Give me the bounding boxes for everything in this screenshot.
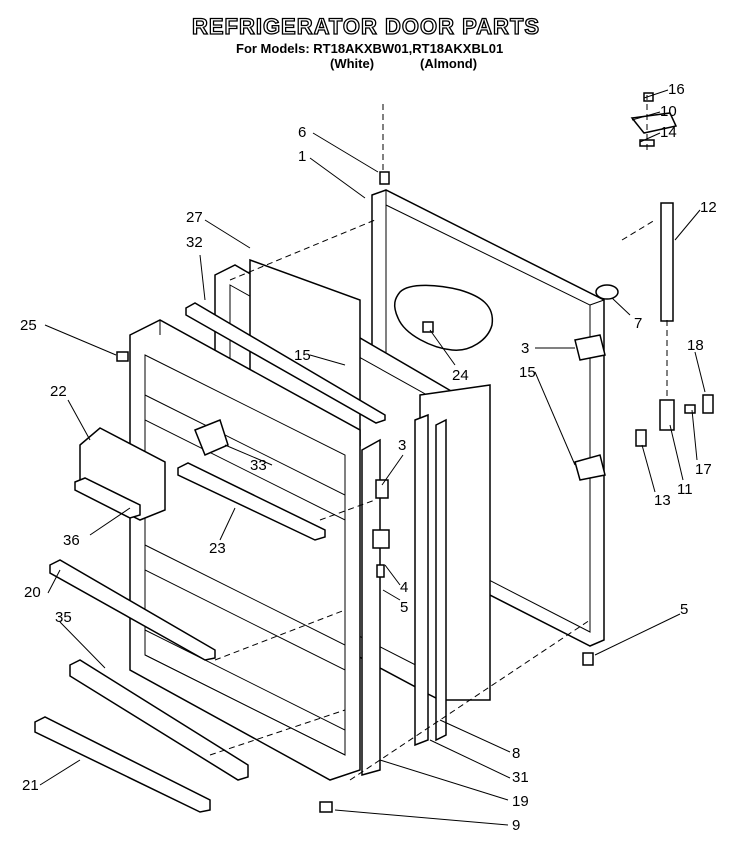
callout-21: 21 [22,777,39,794]
gasket-strip [435,418,447,742]
callout-6: 6 [298,124,306,141]
callout-14: 14 [660,124,677,141]
top-trim [185,302,386,424]
callout-20: 20 [24,584,41,601]
egg-tray [194,419,229,456]
trim-strip [414,413,429,747]
callout-35: 35 [55,609,72,626]
callout-16: 16 [668,81,685,98]
shelf-bar-21 [34,716,211,813]
callout-36: 36 [63,532,80,549]
callout-17: 17 [695,461,712,478]
dairy-bin-shelf [74,477,141,519]
shelf-bar-23 [177,462,326,541]
callout-27: 27 [186,209,203,226]
callout-12: 12 [700,199,717,216]
callout-15a: 15 [294,347,311,364]
callout-31: 31 [512,769,529,786]
callout-11: 11 [677,481,693,498]
door-liner [129,319,361,781]
callout-7: 7 [634,315,642,332]
shelf-front-35 [69,659,249,781]
callout-15b: 15 [519,364,536,381]
fasteners [116,171,696,813]
callout-10: 10 [660,103,677,120]
callout-33: 33 [250,457,267,474]
color-white: (White) [330,56,375,71]
callout-labels: 16 10 14 6 1 12 27 32 7 25 15 24 3 15 18… [20,81,717,834]
breaker-strip [361,438,381,776]
callout-25: 25 [20,317,37,334]
callout-18: 18 [687,337,704,354]
callout-4: 4 [400,579,408,596]
callout-8: 8 [512,745,520,762]
insulation-patch [393,284,494,351]
callout-3a: 3 [521,340,529,357]
clip-24 [422,321,434,333]
hinge-assembly [574,92,714,481]
shelf-bar-20 [49,559,216,661]
callout-3b: 3 [398,437,406,454]
callout-13: 13 [654,492,671,509]
callout-24: 24 [452,367,469,384]
assembly-lines [209,95,668,781]
color-almond: (Almond) [420,56,478,71]
leader-lines [39,89,706,826]
callout-5a: 5 [400,599,408,616]
callout-9: 9 [512,817,520,834]
callout-19: 19 [512,793,529,810]
callout-32: 32 [186,234,203,251]
page-title: REFRIGERATOR DOOR PARTS [191,13,541,39]
callout-1: 1 [298,148,306,165]
models-line: For Models: RT18AKXBW01,RT18AKXBL01 [236,41,504,56]
callout-22: 22 [50,383,67,400]
callout-5b: 5 [680,601,688,618]
callout-23: 23 [209,540,226,557]
